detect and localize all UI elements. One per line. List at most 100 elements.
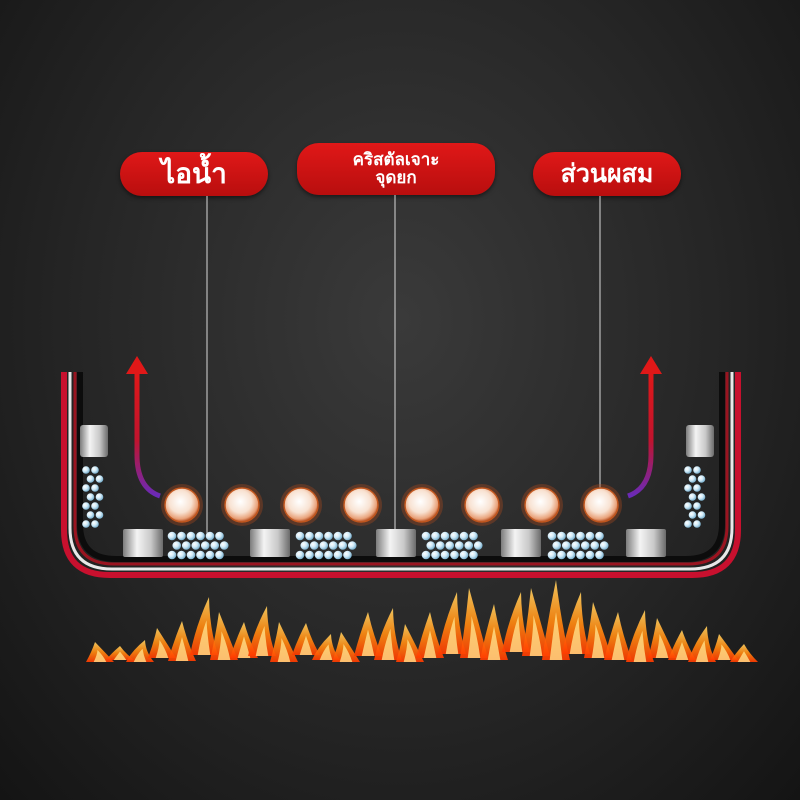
wall-block-right xyxy=(686,425,714,457)
up-arrow-icon-right xyxy=(627,356,662,499)
steam-bubble xyxy=(324,550,333,560)
steam-bubble xyxy=(697,475,706,483)
flame-core xyxy=(299,635,313,655)
steam-bubble xyxy=(450,550,459,560)
steam-bubble xyxy=(91,520,99,528)
flame-core xyxy=(591,624,605,658)
steam-bubble xyxy=(566,531,576,541)
metal-block xyxy=(123,529,163,557)
steam-bubble xyxy=(557,550,566,560)
steam-bubble xyxy=(450,531,459,541)
steam-bubble xyxy=(693,466,701,474)
steam-bubble xyxy=(172,541,182,550)
steam-bubble xyxy=(95,511,104,519)
steam-bubble xyxy=(693,502,701,510)
steam-bubble xyxy=(580,541,590,550)
steam-bubble xyxy=(91,466,99,474)
flame-core xyxy=(197,620,211,655)
steam-bubble xyxy=(167,550,177,560)
flame-core xyxy=(675,642,689,660)
crystal-orb xyxy=(283,487,319,523)
steam-bubble xyxy=(167,531,177,541)
steam-bubble xyxy=(205,550,215,560)
steam-bubble xyxy=(431,531,440,541)
steam-bubble xyxy=(435,541,445,550)
flame xyxy=(522,588,550,656)
steam-bubble xyxy=(86,493,95,501)
steam-bubble xyxy=(571,541,581,550)
steam-bubble xyxy=(347,541,357,550)
label-crystal-line1: คริสตัลเจาะ xyxy=(352,150,440,170)
steam-bubble xyxy=(576,550,585,560)
steam-bubble xyxy=(469,531,478,541)
steam-bubble xyxy=(697,493,706,501)
steam-bubble xyxy=(91,502,99,510)
steam-bubble xyxy=(186,531,196,541)
steam-bubble xyxy=(186,550,196,560)
label-crystal-line2: จุดยก xyxy=(375,168,417,188)
label-steam-text: ไอน้ำ xyxy=(161,157,227,190)
steam-bubble xyxy=(82,466,90,474)
steam-bubble xyxy=(684,466,692,474)
flame xyxy=(648,618,676,658)
flame-core xyxy=(445,616,459,654)
metal-block xyxy=(626,529,666,557)
flame-core xyxy=(549,612,563,660)
steam-bubble xyxy=(177,550,186,560)
steam-bubble xyxy=(426,541,436,550)
steam-bubble xyxy=(421,531,431,541)
bubble-clusters xyxy=(82,466,706,560)
steam-bubble xyxy=(547,550,557,560)
steam-bubble xyxy=(431,550,440,560)
flame-core xyxy=(611,631,625,660)
steam-bubble xyxy=(454,541,464,550)
pan-outer-layer xyxy=(61,372,741,578)
steam-bubble xyxy=(305,550,314,560)
bottom-metal-blocks xyxy=(123,529,666,557)
steam-bubble xyxy=(688,475,697,483)
steam-bubble xyxy=(210,541,220,550)
flame-core xyxy=(93,650,107,662)
steam-bubble xyxy=(86,475,95,483)
crystal-orbs xyxy=(161,484,622,526)
arrow-head xyxy=(640,356,662,374)
steam-bubble xyxy=(547,531,557,541)
steam-bubble xyxy=(469,550,478,560)
steam-bubble xyxy=(215,550,224,560)
up-arrow-icon xyxy=(627,372,654,499)
flame xyxy=(312,634,340,660)
flame-core xyxy=(319,644,333,660)
steam-bubble xyxy=(215,531,224,541)
pan-inner-red-layer xyxy=(73,372,729,566)
flame-core xyxy=(381,628,395,660)
label-steam: ไอน้ำ xyxy=(120,152,268,196)
steam-bubble xyxy=(684,502,692,510)
label-crystal-lift: คริสตัลเจาะ จุดยก xyxy=(297,143,495,195)
steam-bubble xyxy=(595,550,604,560)
steam-bubble xyxy=(693,484,701,492)
flame-core xyxy=(695,640,709,662)
steam-bubble xyxy=(566,550,576,560)
wall-block-left xyxy=(80,425,108,457)
steam-bubble xyxy=(459,531,469,541)
steam-bubble xyxy=(576,531,585,541)
flame xyxy=(626,610,654,662)
steam-bubble xyxy=(205,531,215,541)
flame xyxy=(190,597,218,655)
steam-bubble xyxy=(688,493,697,501)
flame-core xyxy=(655,634,669,658)
metal-block xyxy=(376,529,416,557)
crystal-orb xyxy=(224,487,260,523)
steam-bubble xyxy=(440,550,450,560)
steam-bubble xyxy=(95,493,104,501)
flame-core xyxy=(737,651,751,662)
flame xyxy=(438,592,466,654)
steam-bubble xyxy=(319,541,329,550)
flame xyxy=(396,624,424,662)
steam-bubble xyxy=(86,511,95,519)
flame xyxy=(148,628,176,658)
flame xyxy=(86,642,114,662)
flame-core xyxy=(403,639,417,662)
up-arrow-icon-left xyxy=(126,356,161,499)
